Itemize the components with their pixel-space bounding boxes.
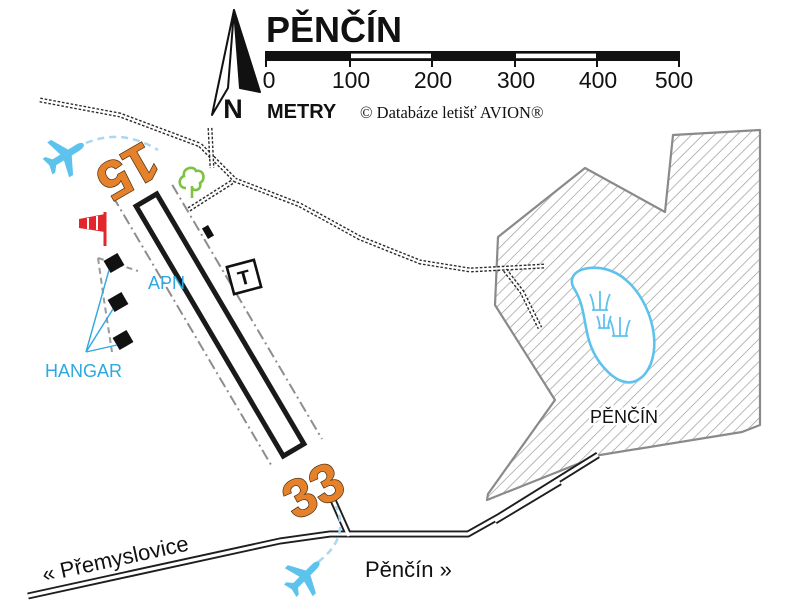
windsock-icon xyxy=(79,212,107,246)
runway-strip-line-right xyxy=(171,184,323,440)
runway-strip-line-left xyxy=(112,196,272,466)
north-label: N xyxy=(223,94,243,124)
runway-group xyxy=(112,184,323,466)
plane-icon xyxy=(42,139,84,178)
landing-t-marker: T xyxy=(225,258,263,296)
tree-icon xyxy=(178,166,205,198)
scale-tick-label: 300 xyxy=(497,67,535,93)
apron-label: APN xyxy=(148,273,185,293)
scale-tick-label: 100 xyxy=(332,67,370,93)
reed-icon xyxy=(589,291,631,337)
scale-unit: METRY xyxy=(267,101,337,123)
scale-tick-label: 200 xyxy=(414,67,452,93)
copyright: © Databáze letišť AVION® xyxy=(360,103,543,122)
hangar-label: HANGAR xyxy=(45,361,122,381)
approach-path-north xyxy=(85,135,159,152)
village-label: PĚNČÍN xyxy=(590,406,658,427)
plane-icon xyxy=(283,561,320,598)
hangar-icon xyxy=(107,291,129,313)
hangar-leader-lines xyxy=(85,269,118,353)
landing-t-symbol: T xyxy=(236,266,253,290)
scale-tick-label: 500 xyxy=(655,67,693,93)
pond-icon xyxy=(570,266,656,384)
runway xyxy=(132,190,308,460)
main-road xyxy=(27,452,600,600)
scale-bar: 0 100 200 300 400 500 xyxy=(263,51,693,93)
map-title: PĚNČÍN xyxy=(266,8,402,50)
road-label-east: Pěnčín » xyxy=(365,557,452,582)
north-arrow-icon: N xyxy=(211,9,261,124)
scale-tick-label: 400 xyxy=(579,67,617,93)
hangar-icon xyxy=(103,252,125,274)
small-building xyxy=(201,225,215,239)
hangar-icon xyxy=(112,329,134,351)
dirt-road xyxy=(39,97,546,330)
scale-tick-label: 0 xyxy=(263,67,276,93)
